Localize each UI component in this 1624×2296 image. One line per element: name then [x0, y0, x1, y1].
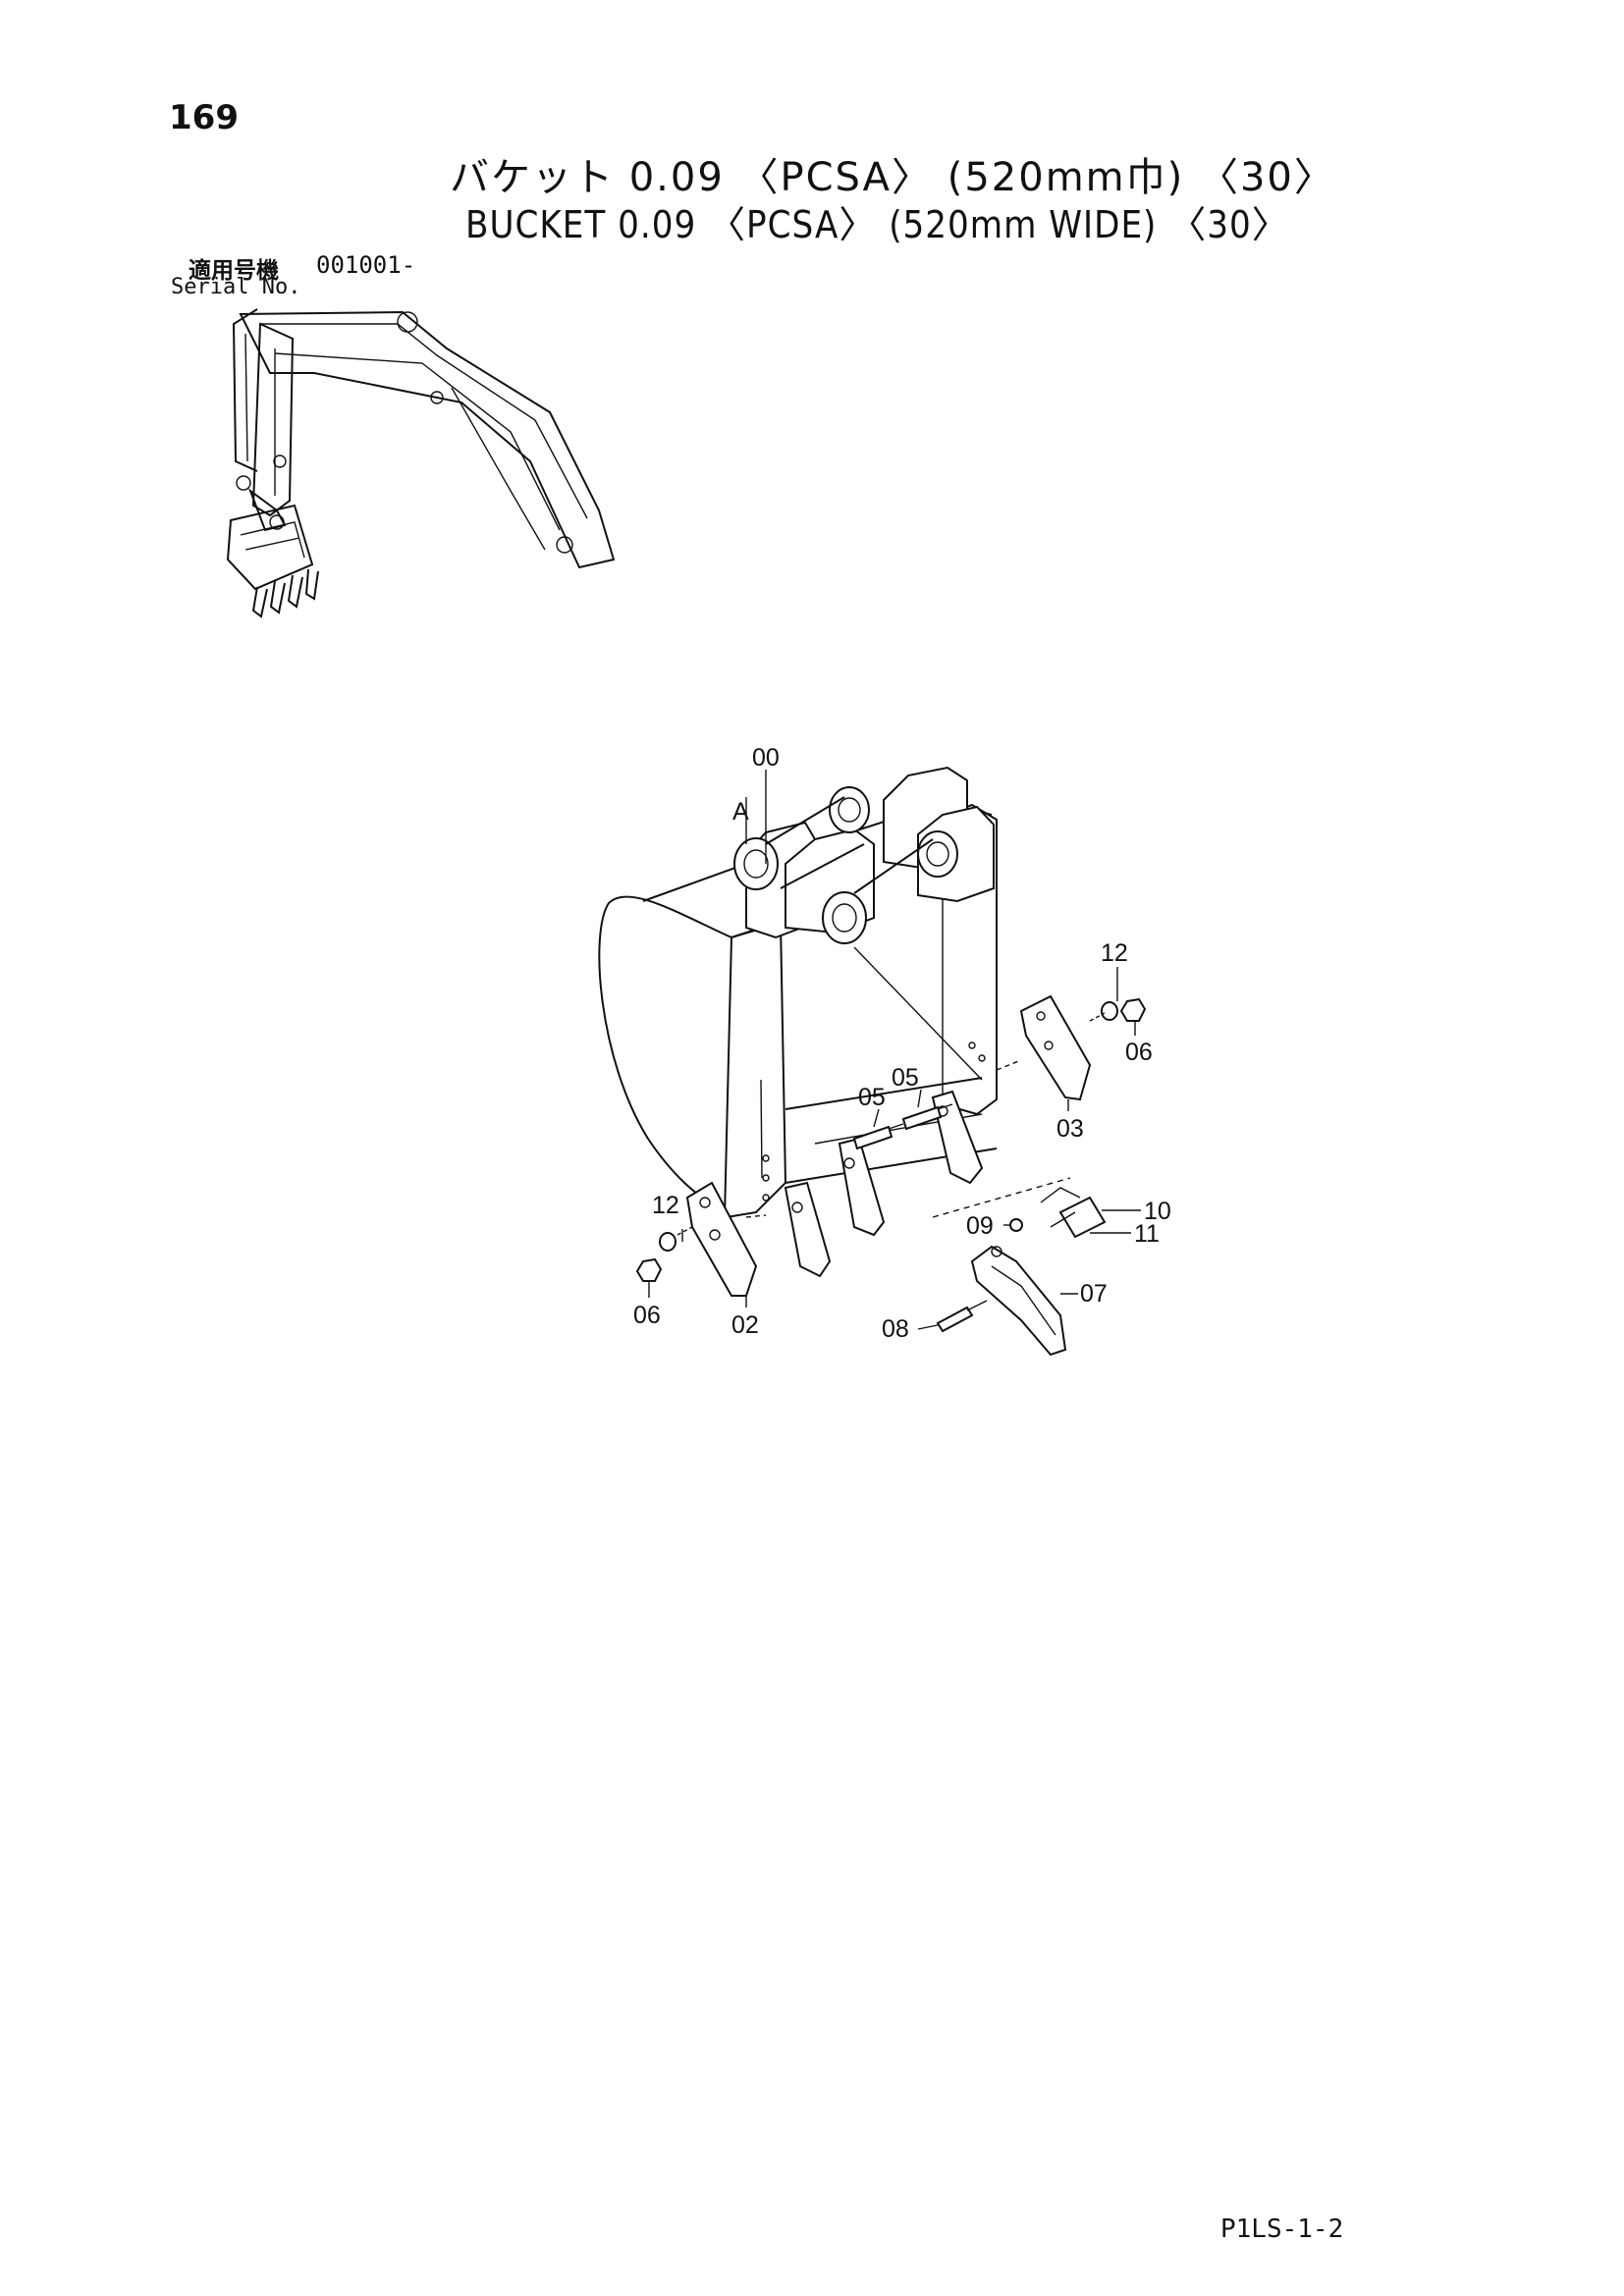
page-title-japanese: バケット 0.09 〈PCSA〉 (520mm巾) 〈30〉: [450, 155, 1335, 200]
callout-06-right: 06: [1125, 1039, 1153, 1066]
callout-03: 03: [1056, 1115, 1084, 1143]
callout-07: 07: [1080, 1280, 1108, 1308]
callout-00: 00: [752, 744, 780, 772]
callout-05-a: 05: [858, 1084, 886, 1111]
serial-label-english: Serial No.: [171, 275, 301, 299]
callout-08: 08: [882, 1315, 909, 1343]
callout-05-b: 05: [892, 1064, 919, 1092]
callout-09: 09: [966, 1212, 994, 1240]
callout-labels: 00 A 12 06 03 05 05 12 06 02 09 10 11 07…: [633, 744, 1171, 1343]
callout-12-left: 12: [652, 1192, 679, 1219]
callout-A: A: [732, 798, 749, 826]
footer-page-code: P1LS-1-2: [1220, 2215, 1344, 2244]
callout-12-right: 12: [1101, 939, 1128, 967]
serial-label-japanese: 適用号機: [189, 258, 279, 284]
callout-11: 11: [1134, 1220, 1160, 1248]
callout-06-left: 06: [633, 1302, 661, 1329]
callout-leaders: [648, 770, 1141, 1330]
callout-02: 02: [731, 1311, 759, 1339]
excavator-arm-illustration: [226, 308, 616, 618]
page-title-english: BUCKET 0.09 〈PCSA〉 (520mm WIDE) 〈30〉: [465, 203, 1290, 246]
bucket-exploded-view: [598, 766, 1147, 1357]
page-number: 169: [169, 98, 239, 137]
callout-10: 10: [1144, 1198, 1171, 1225]
serial-number-value: 001001-: [316, 251, 416, 279]
